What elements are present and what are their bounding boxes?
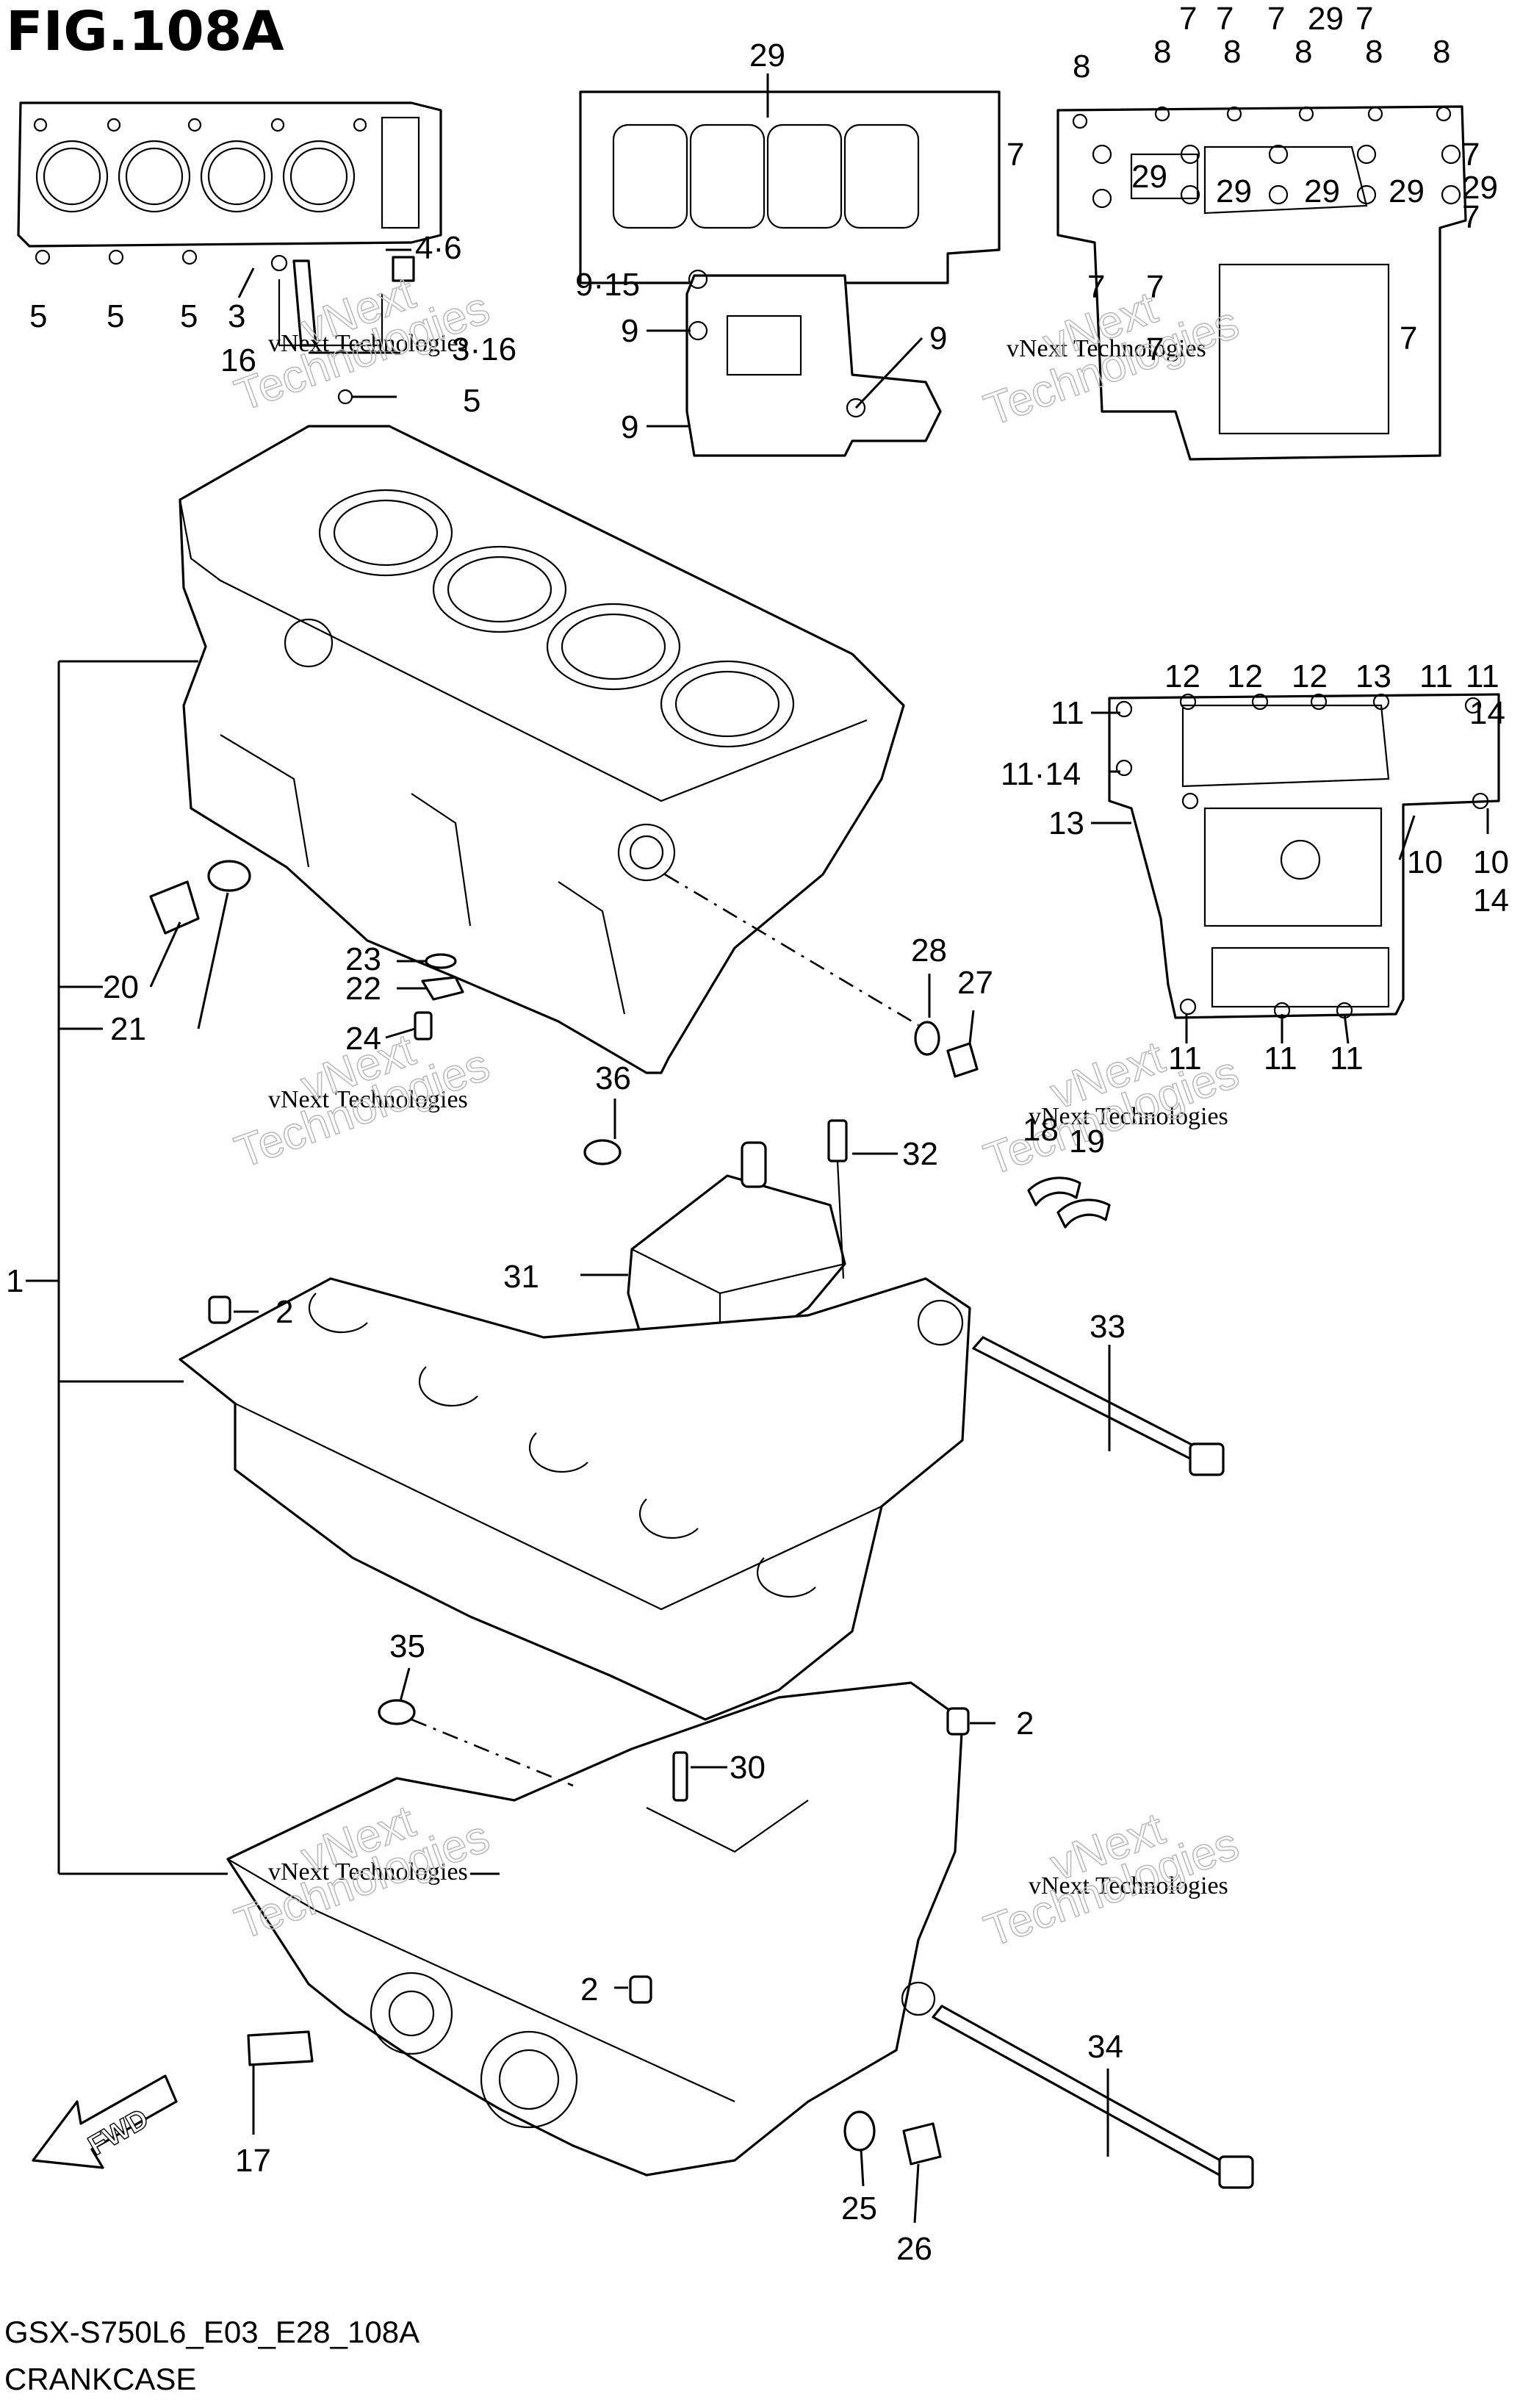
callout-13: 13	[1355, 658, 1391, 694]
callout-24: 24	[345, 1021, 381, 1057]
watermark-text: vNext Technologies	[1007, 335, 1206, 362]
callout-13: 13	[1048, 805, 1084, 841]
callout-8: 8	[1294, 34, 1312, 70]
callout-7: 7	[1216, 1, 1234, 37]
lower-case-bolt-view	[1108, 693, 1500, 1019]
callout-29: 29	[1304, 173, 1340, 209]
callout-11: 11	[1168, 1041, 1202, 1077]
callout-9: 9	[621, 409, 638, 445]
upper-case-top-view	[579, 90, 1001, 457]
callout-25: 25	[841, 2190, 877, 2226]
callout-14: 14	[1469, 695, 1505, 731]
callout-17: 17	[235, 2143, 271, 2179]
callout-2: 2	[1016, 1706, 1034, 1742]
callout-27: 27	[957, 965, 993, 1001]
callout-7: 7	[1400, 320, 1417, 356]
callout-21: 21	[110, 1011, 146, 1047]
leader-lines	[26, 73, 1489, 2224]
callout-10: 10	[1473, 844, 1509, 880]
callout-5: 5	[29, 298, 47, 334]
watermark-text: vNext Technologies	[1029, 1872, 1228, 1900]
callout-11: 11	[1419, 658, 1453, 694]
callout-4-6: 4·6	[415, 230, 462, 266]
callout-2: 2	[276, 1294, 293, 1330]
callout-20: 20	[103, 969, 139, 1005]
callout-7: 7	[1007, 137, 1024, 173]
callout-3-16: 3·16	[452, 331, 516, 367]
callout-5: 5	[107, 298, 124, 334]
callout-29: 29	[1216, 173, 1252, 209]
callout-12: 12	[1164, 658, 1200, 694]
lower-crankcase	[226, 1681, 964, 2177]
callout-7: 7	[1267, 1, 1285, 37]
callout-33: 33	[1090, 1309, 1126, 1345]
fwd-arrow-icon: FWD	[32, 2074, 178, 2169]
callout-35: 35	[389, 1628, 425, 1664]
callout-7: 7	[1462, 199, 1480, 235]
upper-case-bolt-view	[1056, 105, 1467, 461]
cylinder-gasket-view	[17, 101, 442, 405]
callout-28: 28	[911, 932, 947, 968]
callout-7: 7	[1179, 1, 1197, 37]
callout-9: 9	[929, 320, 947, 356]
callout-26: 26	[896, 2231, 932, 2267]
callout-31: 31	[503, 1259, 539, 1295]
callout-5: 5	[463, 383, 480, 419]
callout-7: 7	[1355, 1, 1373, 37]
callout-8: 8	[1073, 48, 1090, 85]
callout-9-15: 9·15	[575, 267, 640, 303]
small-parts	[149, 860, 1254, 2189]
callout-22: 22	[345, 971, 381, 1007]
callout-14: 14	[1473, 883, 1509, 919]
callout-12: 12	[1227, 658, 1263, 694]
watermark-text: vNext Technologies	[268, 1858, 468, 1886]
callout-32: 32	[902, 1136, 938, 1172]
callout-29: 29	[1131, 159, 1167, 195]
callout-29: 29	[1462, 170, 1498, 206]
watermark-text: vNext Technologies	[268, 330, 468, 357]
callout-9: 9	[621, 313, 638, 349]
callout-11-14: 11·14	[1001, 756, 1081, 792]
callout-7: 7	[1462, 137, 1480, 173]
callout-36: 36	[595, 1060, 631, 1096]
callout-19: 19	[1069, 1124, 1105, 1160]
callout-29: 29	[1389, 173, 1425, 209]
callout-12: 12	[1292, 658, 1328, 694]
callout-1: 1	[6, 1263, 24, 1299]
callout-7: 7	[1146, 331, 1164, 367]
callout-7: 7	[1087, 269, 1105, 305]
middle-crankcase	[179, 1277, 971, 1721]
callout-11: 11	[1051, 695, 1084, 731]
upper-crankcase	[179, 425, 905, 1074]
callout-34: 34	[1087, 2029, 1123, 2065]
callout-3: 3	[228, 298, 245, 334]
callout-2: 2	[580, 1972, 598, 2008]
callout-18: 18	[1023, 1112, 1059, 1148]
callout-8: 8	[1365, 34, 1383, 70]
callout-29: 29	[1308, 1, 1344, 37]
callout-11: 11	[1466, 658, 1499, 694]
callout-8: 8	[1433, 34, 1450, 70]
watermark-text: vNext Technologies	[268, 1086, 468, 1113]
callout-29: 29	[749, 37, 785, 73]
callout-11: 11	[1264, 1041, 1297, 1077]
callout-16: 16	[220, 342, 256, 378]
callouts: 5 5 5 3 16 4·6 3·16 5 29 9·15 9 9 9 8 8 …	[6, 1, 1509, 2267]
group-name: CRANKCASE	[4, 2362, 196, 2396]
callout-5: 5	[180, 298, 198, 334]
callout-8: 8	[1153, 34, 1171, 70]
figure-title: FIG.108A	[6, 0, 284, 63]
callout-7: 7	[1146, 269, 1164, 305]
callout-11: 11	[1330, 1041, 1364, 1077]
callout-30: 30	[730, 1750, 766, 1786]
callout-23: 23	[345, 941, 381, 977]
callout-8: 8	[1223, 34, 1241, 70]
model-code: GSX-S750L6_E03_E28_108A	[4, 2315, 419, 2349]
callout-10: 10	[1407, 844, 1443, 880]
watermark-text: vNext Technologies	[1029, 1103, 1228, 1130]
